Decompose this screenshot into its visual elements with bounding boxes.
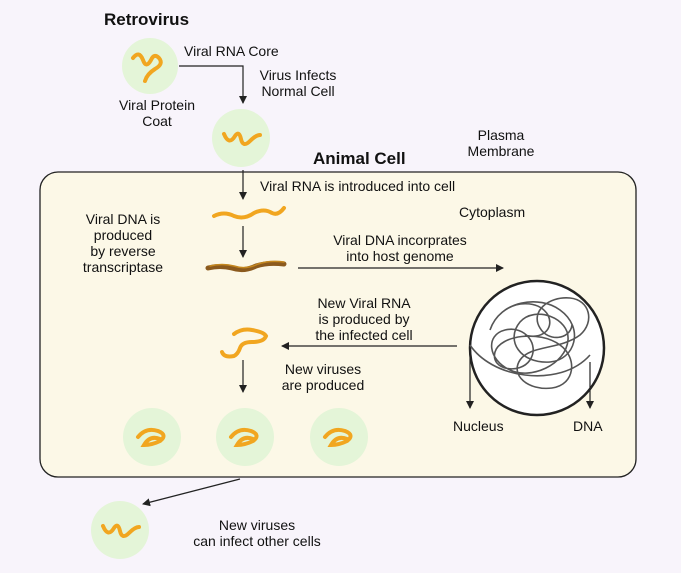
label-nucleus: Nucleus [453, 418, 504, 434]
retrovirus-particle [122, 38, 178, 94]
diagram-title: Retrovirus [104, 10, 190, 29]
label-plasma-membrane-line2: Membrane [467, 143, 535, 159]
label-infect-others: New viruses can infect other cells [166, 517, 348, 549]
label-viral-dna-produced-line3: by reverse [90, 243, 156, 259]
nucleus [468, 279, 606, 417]
label-cytoplasm: Cytoplasm [459, 204, 526, 220]
label-viral-protein-coat: Viral Protein Coat [102, 97, 212, 129]
label-virus-infects: Virus Infects Normal Cell [250, 67, 346, 99]
new-virus-3 [310, 408, 368, 466]
label-viral-dna-produced: Viral DNA is produced by reverse transcr… [64, 211, 182, 275]
new-virus-1 [123, 408, 181, 466]
label-new-viruses: New viruses are produced [265, 361, 381, 393]
label-new-viruses-line1: New viruses [284, 361, 362, 377]
label-new-viruses-line2: are produced [281, 377, 365, 393]
label-viral-protein-coat-line2: Coat [142, 113, 172, 129]
label-new-rna-line1: New Viral RNA [317, 295, 411, 311]
label-rna-introduced: Viral RNA is introduced into cell [260, 178, 456, 194]
arrow-exit-cell [142, 478, 241, 507]
label-dna-incorporates-line1: Viral DNA incorprates [333, 232, 467, 248]
label-dna-incorporates: Viral DNA incorprates into host genome [305, 232, 495, 264]
viral-dna-strand [205, 260, 287, 273]
host-dna-tangle [469, 297, 591, 390]
animal-cell [39, 171, 637, 478]
virus-infecting-cell [212, 109, 270, 167]
label-new-rna-line2: is produced by [318, 311, 410, 327]
released-virus [91, 501, 149, 559]
label-viral-protein-coat-line1: Viral Protein [118, 97, 195, 113]
label-plasma-membrane: Plasma Membrane [455, 127, 547, 159]
cell-title: Animal Cell [313, 149, 406, 168]
viral-rna-strand [212, 206, 286, 220]
label-new-rna: New Viral RNA is produced by the infecte… [292, 295, 436, 343]
arrow-core-to-cell [179, 65, 247, 104]
label-viral-dna-produced-line2: produced [93, 227, 153, 243]
label-new-rna-line3: the infected cell [315, 327, 413, 343]
label-viral-dna-produced-line4: transcriptase [82, 259, 164, 275]
label-infect-others-line1: New viruses [218, 517, 296, 533]
label-plasma-membrane-line1: Plasma [477, 127, 525, 143]
label-viral-rna-core: Viral RNA Core [184, 43, 279, 59]
label-virus-infects-line1: Virus Infects [259, 67, 337, 83]
viral-rna-core [131, 52, 163, 83]
new-virus-2 [216, 408, 274, 466]
label-viral-dna-produced-line1: Viral DNA is [85, 211, 161, 227]
new-viral-rna [220, 327, 269, 359]
label-virus-infects-line2: Normal Cell [261, 83, 335, 99]
label-infect-others-line2: can infect other cells [193, 533, 321, 549]
label-dna: DNA [573, 418, 603, 434]
label-dna-incorporates-line2: into host genome [346, 248, 454, 264]
